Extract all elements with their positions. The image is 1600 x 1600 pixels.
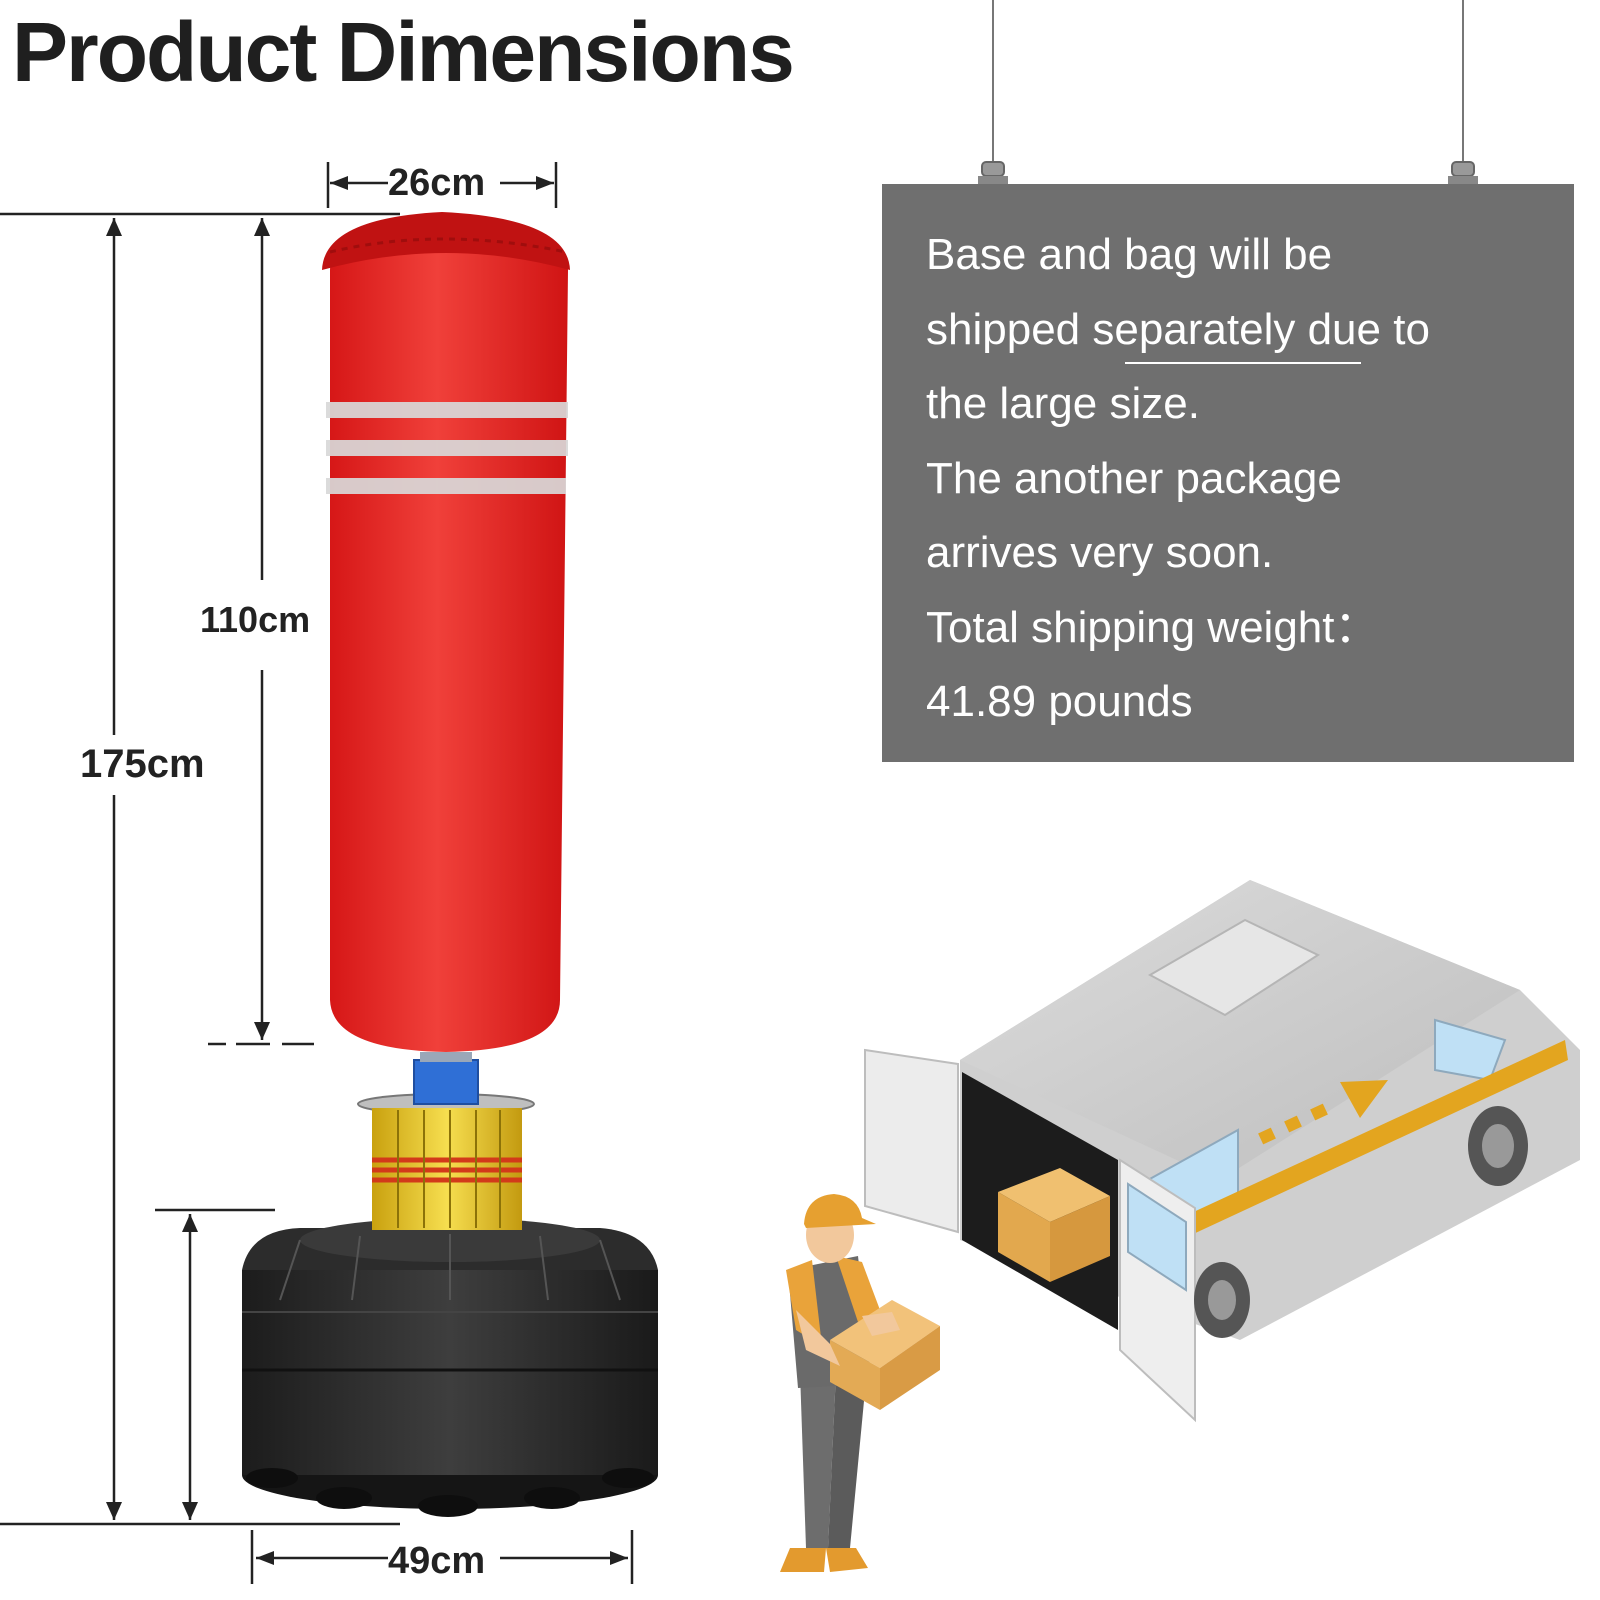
shipping-info-sign: Base and bag will be shipped separately … [882, 184, 1574, 762]
shipping-info-line: Total shipping weight： [926, 602, 1379, 652]
width-top-label: 26cm [388, 162, 486, 204]
shipping-info-line: the large size. [926, 379, 1200, 428]
delivery-worker-icon [780, 1194, 940, 1572]
shipping-info-line: The another package [926, 453, 1342, 503]
dimension-lines [0, 162, 634, 1584]
shipping-info-line: 41.89 pounds [926, 677, 1193, 726]
bag-height-label: 110cm [200, 599, 311, 640]
delivery-van-icon [864, 880, 1580, 1423]
punching-bag [242, 212, 658, 1517]
weighted-base [242, 1218, 658, 1517]
page-title: Product Dimensions [12, 5, 795, 99]
separately-underline [1125, 362, 1361, 364]
red-bag-body [322, 212, 570, 1052]
shipping-info-line: arrives very soon. [926, 528, 1274, 577]
shipping-info-line: Base and bag will be [926, 230, 1333, 279]
total-height-label: 175cm [80, 742, 205, 786]
base-width-label: 49cm [388, 1540, 486, 1582]
shipping-info-line: shipped separately due to [926, 304, 1430, 354]
sign-hanging-wires [978, 0, 1478, 184]
blue-connector [413, 1059, 479, 1105]
spring-column [357, 1093, 535, 1230]
